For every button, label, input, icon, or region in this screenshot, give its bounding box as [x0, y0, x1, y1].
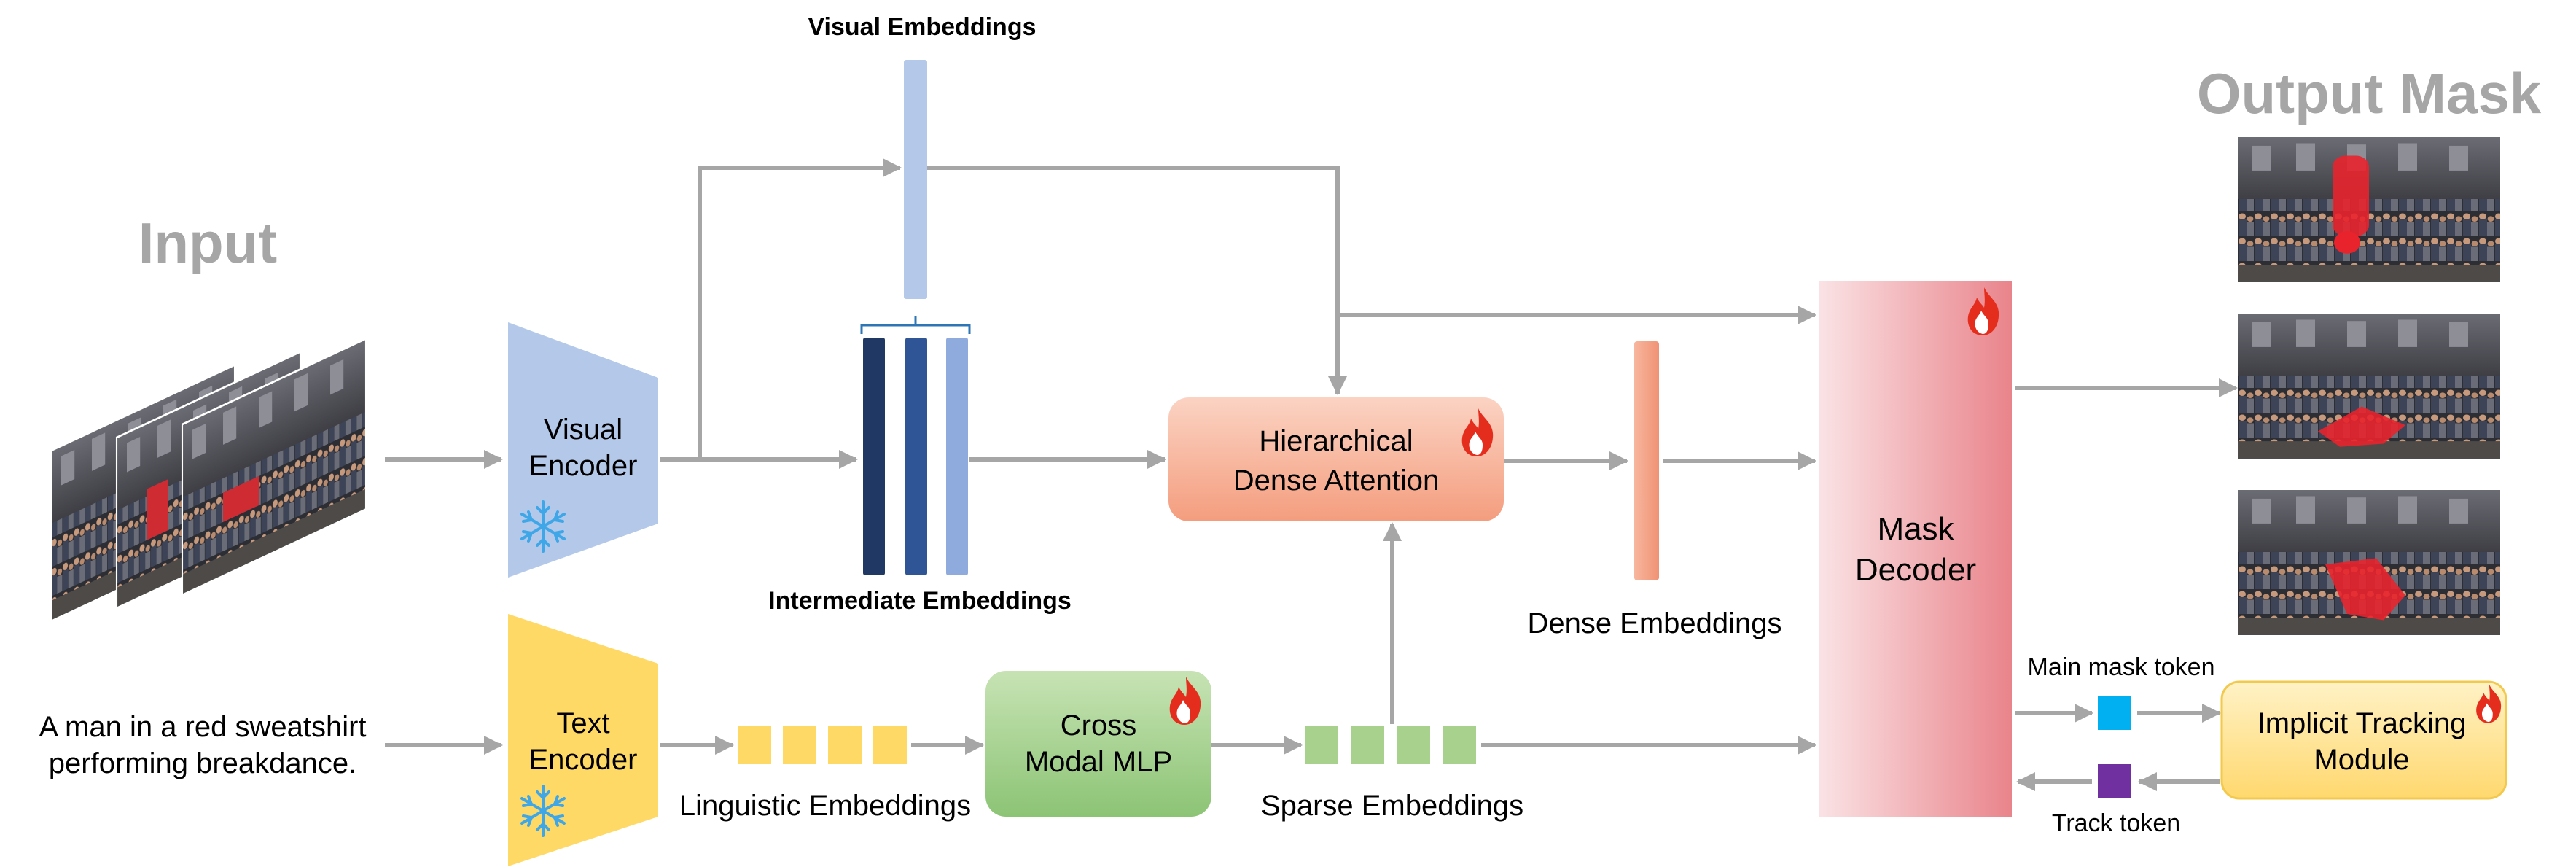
cross-modal-mlp-label-2: Modal MLP — [1025, 746, 1172, 778]
sparse-token-1 — [1305, 726, 1338, 764]
main-mask-token — [2098, 696, 2131, 730]
hda-label-2: Dense Attention — [1233, 464, 1439, 497]
linguistic-token-1 — [738, 726, 771, 764]
sparse-embeddings: Sparse Embeddings — [1261, 726, 1523, 822]
output-frame-3 — [2238, 490, 2500, 635]
mask-decoder: Mask Decoder — [1819, 281, 2012, 817]
sparse-token-4 — [1443, 726, 1476, 764]
linguistic-token-3 — [828, 726, 862, 764]
track-token — [2098, 764, 2131, 798]
mask-decoder-label-1: Mask — [1877, 511, 1954, 547]
output-mask-title: Output Mask — [2197, 61, 2542, 125]
implicit-tracking-label-1: Implicit Tracking — [2257, 707, 2467, 739]
visual-encoder-label-1: Visual — [544, 413, 622, 446]
input-frame-3 — [181, 337, 367, 596]
arrow-visual-embeddings-to-hda — [927, 166, 1347, 395]
implicit-tracking-label-2: Module — [2314, 744, 2409, 776]
visual-encoder: Visual Encoder — [508, 322, 658, 578]
cross-modal-mlp: Cross Modal MLP — [985, 671, 1211, 817]
hierarchical-dense-attention: Hierarchical Dense Attention — [1168, 397, 1504, 521]
hda-label-1: Hierarchical — [1259, 425, 1413, 457]
linguistic-embeddings-label: Linguistic Embeddings — [679, 790, 971, 822]
output-mask-frames — [2238, 137, 2500, 635]
sparse-token-2 — [1351, 726, 1384, 764]
main-mask-token-label: Main mask token — [2028, 653, 2215, 681]
linguistic-embeddings: Linguistic Embeddings — [679, 726, 971, 822]
visual-encoder-label-2: Encoder — [529, 450, 638, 482]
intermediate-bar-1 — [863, 338, 885, 575]
mask-decoder-label-2: Decoder — [1855, 552, 1976, 588]
linguistic-token-4 — [873, 726, 907, 764]
visual-embedding-bar — [904, 60, 927, 299]
track-token-label: Track token — [2052, 809, 2180, 837]
visual-embeddings-label: Visual Embeddings — [808, 13, 1036, 41]
text-encoder-label-2: Encoder — [529, 744, 638, 776]
intermediate-bar-2 — [905, 338, 927, 575]
output-frame-2 — [2238, 314, 2500, 459]
dense-embeddings: Dense Embeddings — [1527, 341, 1782, 639]
arrow-visual-encoder-to-visual-embeddings — [698, 158, 902, 459]
sparse-embeddings-label: Sparse Embeddings — [1261, 790, 1523, 822]
input-text-line-2: performing breakdance. — [49, 747, 356, 779]
visual-embeddings: Visual Embeddings — [808, 13, 1037, 334]
cross-modal-mlp-label-1: Cross — [1061, 709, 1136, 742]
connections — [385, 158, 2238, 791]
linguistic-token-2 — [783, 726, 816, 764]
dense-embedding-bar — [1634, 341, 1659, 580]
intermediate-bar-3 — [946, 338, 968, 575]
intermediate-embeddings-label: Intermediate Embeddings — [768, 587, 1072, 615]
implicit-tracking-module: Implicit Tracking Module — [2220, 680, 2507, 800]
text-encoder: Text Encoder — [508, 614, 658, 866]
text-encoder-label-1: Text — [556, 707, 609, 739]
output-frame-1 — [2238, 137, 2500, 282]
intermediate-embeddings: Intermediate Embeddings — [768, 338, 1072, 615]
input-video-frames — [50, 337, 367, 623]
dense-embeddings-label: Dense Embeddings — [1527, 607, 1781, 639]
input-title: Input — [138, 211, 278, 275]
input-text-line-1: A man in a red sweatshirt — [39, 711, 366, 743]
intermediate-brace — [860, 316, 971, 334]
sparse-token-3 — [1397, 726, 1430, 764]
